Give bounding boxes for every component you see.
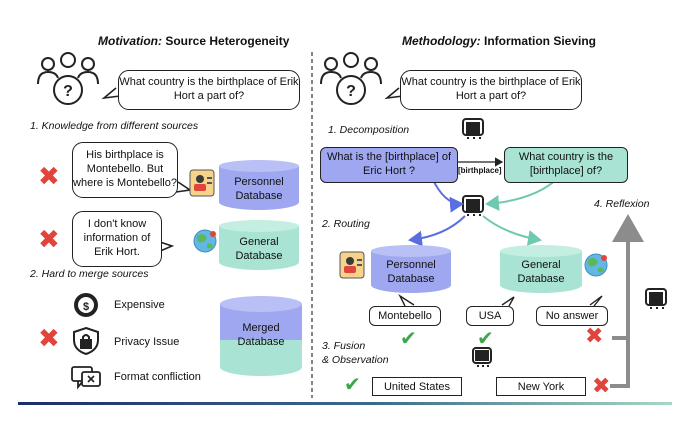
cross-icon: ✖: [38, 324, 60, 354]
cross-icon: ✖: [592, 374, 611, 399]
general-database-right: General Database: [500, 245, 582, 293]
route-arrow-teal-out: [482, 215, 542, 246]
final-answer-new-york: New York: [496, 377, 586, 396]
issue-privacy: Privacy Issue: [114, 336, 180, 348]
format-conflict-icon: [71, 366, 101, 390]
check-icon: ✔: [477, 326, 494, 350]
sieve-icon-1: [462, 118, 484, 139]
svg-text:?: ?: [63, 83, 73, 100]
sub-question-1: What is the [birthplace] of Eric Hort ?: [320, 147, 458, 183]
reflexion-arrow: [610, 214, 644, 388]
answer-bubble-general: I don't know information of Erik Hort.: [72, 211, 162, 267]
sub-question-2: What country is the [birthplace] of?: [504, 147, 628, 183]
route-arrow-blue-out: [408, 215, 466, 247]
sieve-icon-2: [462, 195, 484, 216]
svg-text:?: ?: [346, 83, 356, 100]
merged-database: Merged Database: [220, 296, 302, 376]
answer-bubble-personnel: His birthplace is Montebello. But where …: [72, 142, 178, 198]
cross-icon: ✖: [585, 324, 604, 349]
birthplace-link-label: [birthplace]: [458, 166, 502, 175]
id-card-icon-left: [189, 169, 215, 197]
left-header: Motivation: Source Heterogeneity: [98, 34, 290, 48]
user-group-icon-left: ?: [37, 52, 99, 105]
user-group-icon-right: ?: [320, 52, 382, 105]
step-fusion: 3. Fusion: [322, 340, 366, 352]
db-label: Merged Database: [237, 322, 285, 348]
db-label: General Database: [517, 259, 565, 285]
final-answer-united-states: United States: [372, 377, 462, 396]
step-routing: 2. Routing: [322, 218, 370, 230]
personnel-database-right: Personnel Database: [371, 245, 451, 293]
issue-format: Format confliction: [114, 371, 201, 383]
id-card-icon-right: [339, 251, 365, 279]
bottom-bar: [18, 402, 672, 405]
section-knowledge-sources: 1. Knowledge from different sources: [30, 120, 199, 132]
question-bubble-left: What country is the birthplace of Erik H…: [118, 70, 300, 110]
globe-icon-left: [193, 229, 217, 253]
issue-expensive: Expensive: [114, 299, 165, 311]
step-reflexion: 4. Reflexion: [594, 198, 650, 210]
question-bubble-right: What country is the birthplace of Erik H…: [400, 70, 582, 110]
step-decomposition: 1. Decomposition: [328, 124, 410, 136]
cross-icon: ✖: [38, 162, 60, 192]
personnel-database-left: Personnel Database: [219, 160, 299, 210]
sieve-icon-3: [472, 347, 492, 367]
check-icon: ✔: [344, 372, 361, 396]
globe-icon-right: [584, 253, 608, 277]
db-label: General Database: [235, 236, 283, 262]
sieve-icon-reflexion: [645, 288, 667, 309]
db-label: Personnel Database: [386, 259, 436, 285]
db-label: Personnel Database: [234, 176, 284, 202]
right-header: Methodology: Information Sieving: [402, 34, 596, 48]
dollar-coin-icon: $: [74, 293, 98, 317]
general-database-left: General Database: [219, 220, 299, 270]
answer-no-answer: No answer: [536, 306, 608, 326]
step-observation: & Observation: [322, 354, 389, 366]
answer-montebello: Montebello: [369, 306, 441, 326]
check-icon: ✔: [400, 326, 417, 350]
cross-icon: ✖: [38, 225, 60, 255]
answer-usa: USA: [466, 306, 514, 326]
shield-lock-icon: [73, 326, 99, 356]
section-hard-to-merge: 2. Hard to merge sources: [30, 268, 149, 280]
svg-text:$: $: [83, 301, 89, 313]
